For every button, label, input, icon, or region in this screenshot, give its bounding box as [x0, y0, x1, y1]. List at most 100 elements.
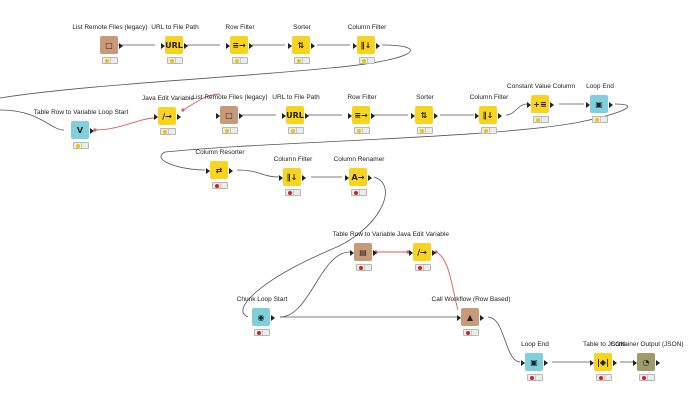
connection-6[interactable]: [0, 109, 65, 131]
input-port[interactable]: [527, 102, 531, 108]
input-port[interactable]: [353, 43, 357, 49]
node-loop-end-2[interactable]: Loop End▣: [503, 341, 567, 385]
output-port[interactable]: [249, 43, 253, 49]
connection-21[interactable]: [487, 316, 521, 363]
node-call-workflow-row-based[interactable]: Call Workflow (Row Based)▲: [432, 296, 510, 340]
input-port[interactable]: [206, 168, 210, 174]
output-port[interactable]: [376, 43, 380, 49]
output-port[interactable]: [609, 102, 613, 108]
container-output-icon: ◔: [637, 353, 655, 371]
node-sorter-1[interactable]: Sorter⇅: [270, 24, 334, 68]
output-port[interactable]: [480, 315, 484, 321]
node-status-indicator: [592, 116, 608, 123]
connection-18[interactable]: [279, 251, 351, 318]
node-column-filter-2[interactable]: Column Filter∥↓: [457, 94, 521, 138]
output-port[interactable]: [302, 175, 306, 181]
node-java-edit-variable-1[interactable]: Java Edit Variable∕→: [136, 95, 200, 139]
input-port[interactable]: [345, 175, 349, 181]
connection-12[interactable]: [505, 103, 528, 116]
input-port[interactable]: [350, 250, 354, 256]
node-container-output-json[interactable]: Container Output (JSON)◔: [611, 341, 683, 385]
connection-15[interactable]: [236, 169, 280, 178]
output-port[interactable]: [229, 168, 233, 174]
variable-connection-2[interactable]: [182, 93, 221, 111]
input-port[interactable]: [521, 360, 525, 366]
node-list-remote-files-1[interactable]: List Remote Files (legacy)□: [72, 24, 148, 68]
output-port[interactable]: [184, 43, 188, 49]
status-dot: [291, 128, 295, 133]
variable-connection-1[interactable]: [94, 117, 156, 131]
input-port[interactable]: [279, 175, 283, 181]
status-dot: [76, 143, 80, 148]
input-port[interactable]: [348, 113, 352, 119]
node-label: Table Row to Variable Loop Start: [33, 109, 129, 116]
variable-connection-4[interactable]: [435, 251, 459, 311]
output-port[interactable]: [371, 113, 375, 119]
connection-5[interactable]: [0, 44, 411, 99]
status-dot: [536, 117, 540, 122]
node-chunk-loop-start[interactable]: Chunk Loop Start ◉: [230, 296, 294, 340]
node-loop-end-1[interactable]: Loop End▣: [568, 83, 632, 127]
status-divider: [364, 265, 365, 270]
node-row-filter-2[interactable]: Row Filter≡→: [330, 94, 394, 138]
output-port[interactable]: [311, 43, 315, 49]
output-port[interactable]: [305, 113, 309, 119]
node-column-resorter[interactable]: Column Resorter⇄: [188, 149, 252, 193]
status-divider: [604, 375, 605, 380]
input-port[interactable]: [288, 43, 292, 49]
node-label: Column Renamer: [333, 156, 385, 163]
input-port[interactable]: [411, 113, 415, 119]
input-port[interactable]: [282, 113, 286, 119]
node-table-row-to-variable[interactable]: Table Row to Variable▤: [332, 231, 396, 275]
node-status-indicator: [463, 329, 479, 336]
output-port[interactable]: [368, 175, 372, 181]
output-port[interactable]: [239, 113, 243, 119]
output-port[interactable]: [373, 250, 377, 256]
output-port[interactable]: [271, 315, 275, 321]
output-port[interactable]: [434, 113, 438, 119]
status-divider: [471, 330, 472, 335]
output-port[interactable]: [656, 360, 660, 366]
input-port[interactable]: [590, 360, 594, 366]
output-port[interactable]: [544, 360, 548, 366]
input-port[interactable]: [475, 113, 479, 119]
node-table-to-json[interactable]: Table to JSON|◆|: [572, 341, 636, 385]
output-port[interactable]: [613, 360, 617, 366]
node-list-remote-files-2[interactable]: List Remote Files (legacy)□: [192, 94, 268, 138]
input-port[interactable]: [633, 360, 637, 366]
node-row-filter-1[interactable]: Row Filter≡→: [208, 24, 272, 68]
input-port[interactable]: [161, 43, 165, 49]
output-port[interactable]: [119, 43, 123, 49]
output-port[interactable]: [90, 128, 94, 134]
input-port[interactable]: [409, 250, 413, 256]
connection-17[interactable]: [242, 176, 386, 318]
output-port[interactable]: [177, 114, 181, 120]
node-label: Loop End: [521, 341, 549, 348]
input-port[interactable]: [457, 315, 461, 321]
java-icon: ∕→: [158, 107, 176, 125]
status-divider: [220, 183, 221, 188]
node-constant-value-column[interactable]: Constant Value Column+≡: [507, 83, 575, 127]
node-sorter-2[interactable]: Sorter⇅: [393, 94, 457, 138]
node-column-filter-1[interactable]: Column Filter∥↓: [335, 24, 399, 68]
node-column-filter-3[interactable]: Column Filter∥↓: [261, 156, 325, 200]
node-label: Chunk Loop Start: [236, 296, 288, 303]
output-port[interactable]: [550, 102, 554, 108]
input-port[interactable]: [226, 43, 230, 49]
input-port[interactable]: [586, 102, 590, 108]
output-port[interactable]: [498, 113, 502, 119]
node-java-edit-variable-2[interactable]: Java Edit Variable∕→: [391, 231, 455, 275]
loop-start-icon: V: [71, 121, 89, 139]
output-port[interactable]: [432, 250, 436, 256]
connection-14[interactable]: [160, 103, 628, 171]
node-label: Row Filter: [347, 94, 377, 101]
input-port[interactable]: [216, 113, 220, 119]
node-label: Table to JSON: [583, 341, 625, 348]
chunk-loop-icon: ◉: [252, 308, 270, 326]
input-port[interactable]: [154, 114, 158, 120]
